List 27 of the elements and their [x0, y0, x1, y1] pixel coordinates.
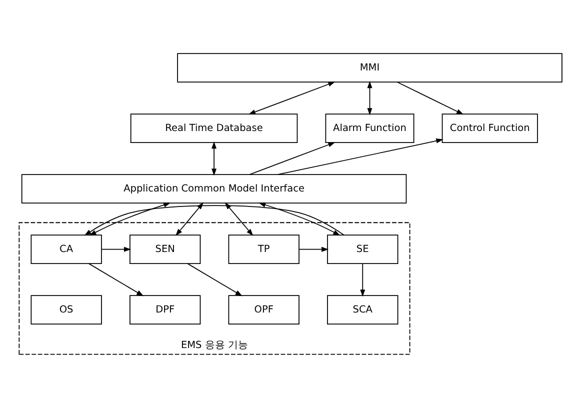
node-box: OS: [30, 294, 102, 324]
arrow: [187, 262, 242, 296]
node-box: SEN: [130, 234, 201, 264]
node-box: SCA: [327, 294, 398, 324]
node-box: OPF: [228, 294, 300, 324]
arrow: [101, 246, 132, 252]
arrow: [248, 81, 336, 114]
arrow: [212, 140, 217, 176]
arrow: [89, 202, 171, 236]
node-box: MMI: [177, 52, 562, 82]
arrow: [367, 80, 372, 115]
node-box: Control Function: [442, 113, 538, 142]
node-box: TP: [228, 234, 300, 264]
node-box: Real Time Database: [130, 113, 298, 142]
node-box: Alarm Function: [325, 113, 414, 142]
arrow: [298, 246, 329, 252]
arrow: [258, 202, 340, 236]
node-box: DPF: [130, 294, 201, 324]
node-box: Application Common Model Interface: [21, 174, 407, 203]
arrow: [396, 81, 464, 114]
arrow: [360, 262, 366, 296]
node-box: CA: [30, 234, 102, 264]
arrow: [84, 204, 344, 236]
arrow: [249, 142, 336, 174]
arrow: [88, 262, 144, 296]
node-box: SE: [327, 234, 398, 264]
arrow: [277, 138, 444, 174]
